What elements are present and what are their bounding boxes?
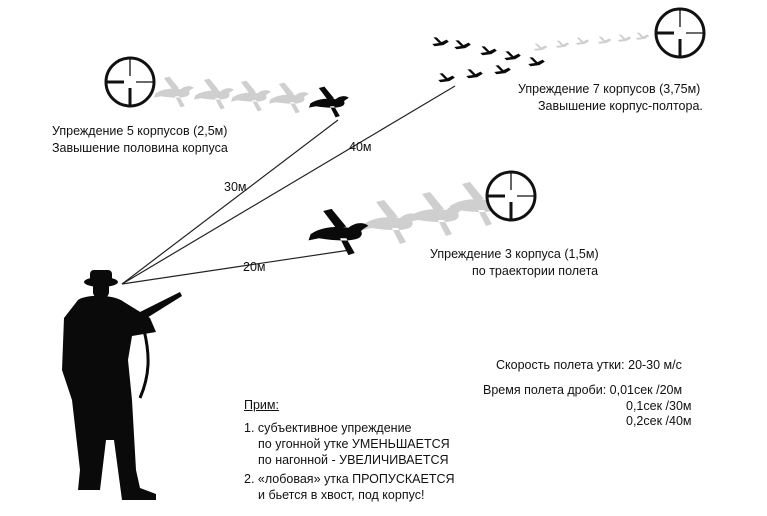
duck-speed-text: Скорость полета утки: 20-30 м/с (496, 358, 682, 372)
note-1-line-1: 1. субъективное упреждение (244, 421, 412, 435)
note-2-line-2: и бьется в хвост, под корпус! (258, 488, 425, 502)
near-duck (308, 208, 369, 256)
line-40m (121, 85, 456, 285)
far-lead-label: Упреждение 7 корпусов (3,75м) (518, 82, 701, 96)
mid-duck (309, 86, 349, 118)
near-trajectory-label: по траектории полета (472, 264, 599, 278)
mid-elevation-label: Завышение половина корпуса (52, 141, 228, 155)
hunter-silhouette-icon (62, 270, 182, 500)
shot-time-30m: 0,1сек /30м (626, 399, 692, 413)
far-flock-ghost (533, 32, 650, 51)
scope-near (485, 170, 537, 222)
line-20m (121, 249, 351, 285)
mid-lead-label: Упреждение 5 корпусов (2,5м) (52, 124, 228, 138)
scope-mid (104, 56, 156, 108)
notes-title: Прим: (244, 398, 279, 412)
note-2-line-1: 2. «лобовая» утка ПРОПУСКАЕТСЯ (244, 472, 455, 486)
shot-time-40m: 0,2сек /40м (626, 414, 692, 428)
shot-time-20m: Время полета дроби: 0,01сек /20м (483, 383, 683, 397)
distance-30m-label: 30м (224, 180, 247, 194)
far-flock (432, 37, 545, 83)
scope-far (654, 7, 706, 59)
near-duck-ghost (362, 182, 505, 244)
near-lead-label: Упреждение 3 корпуса (1,5м) (430, 247, 599, 261)
distance-40m-label: 40м (349, 140, 372, 154)
note-1-line-3: по нагонной - УВЕЛИЧИВАЕТСЯ (258, 453, 449, 467)
trajectory-lines (121, 85, 456, 285)
line-30m (121, 119, 339, 285)
note-1-line-2: по угонной утке УМЕНЬШАЕТСЯ (258, 437, 450, 451)
distance-20m-label: 20м (243, 260, 266, 274)
mid-duck-ghost (154, 76, 309, 114)
far-elevation-label: Завышение корпус-полтора. (538, 99, 703, 113)
